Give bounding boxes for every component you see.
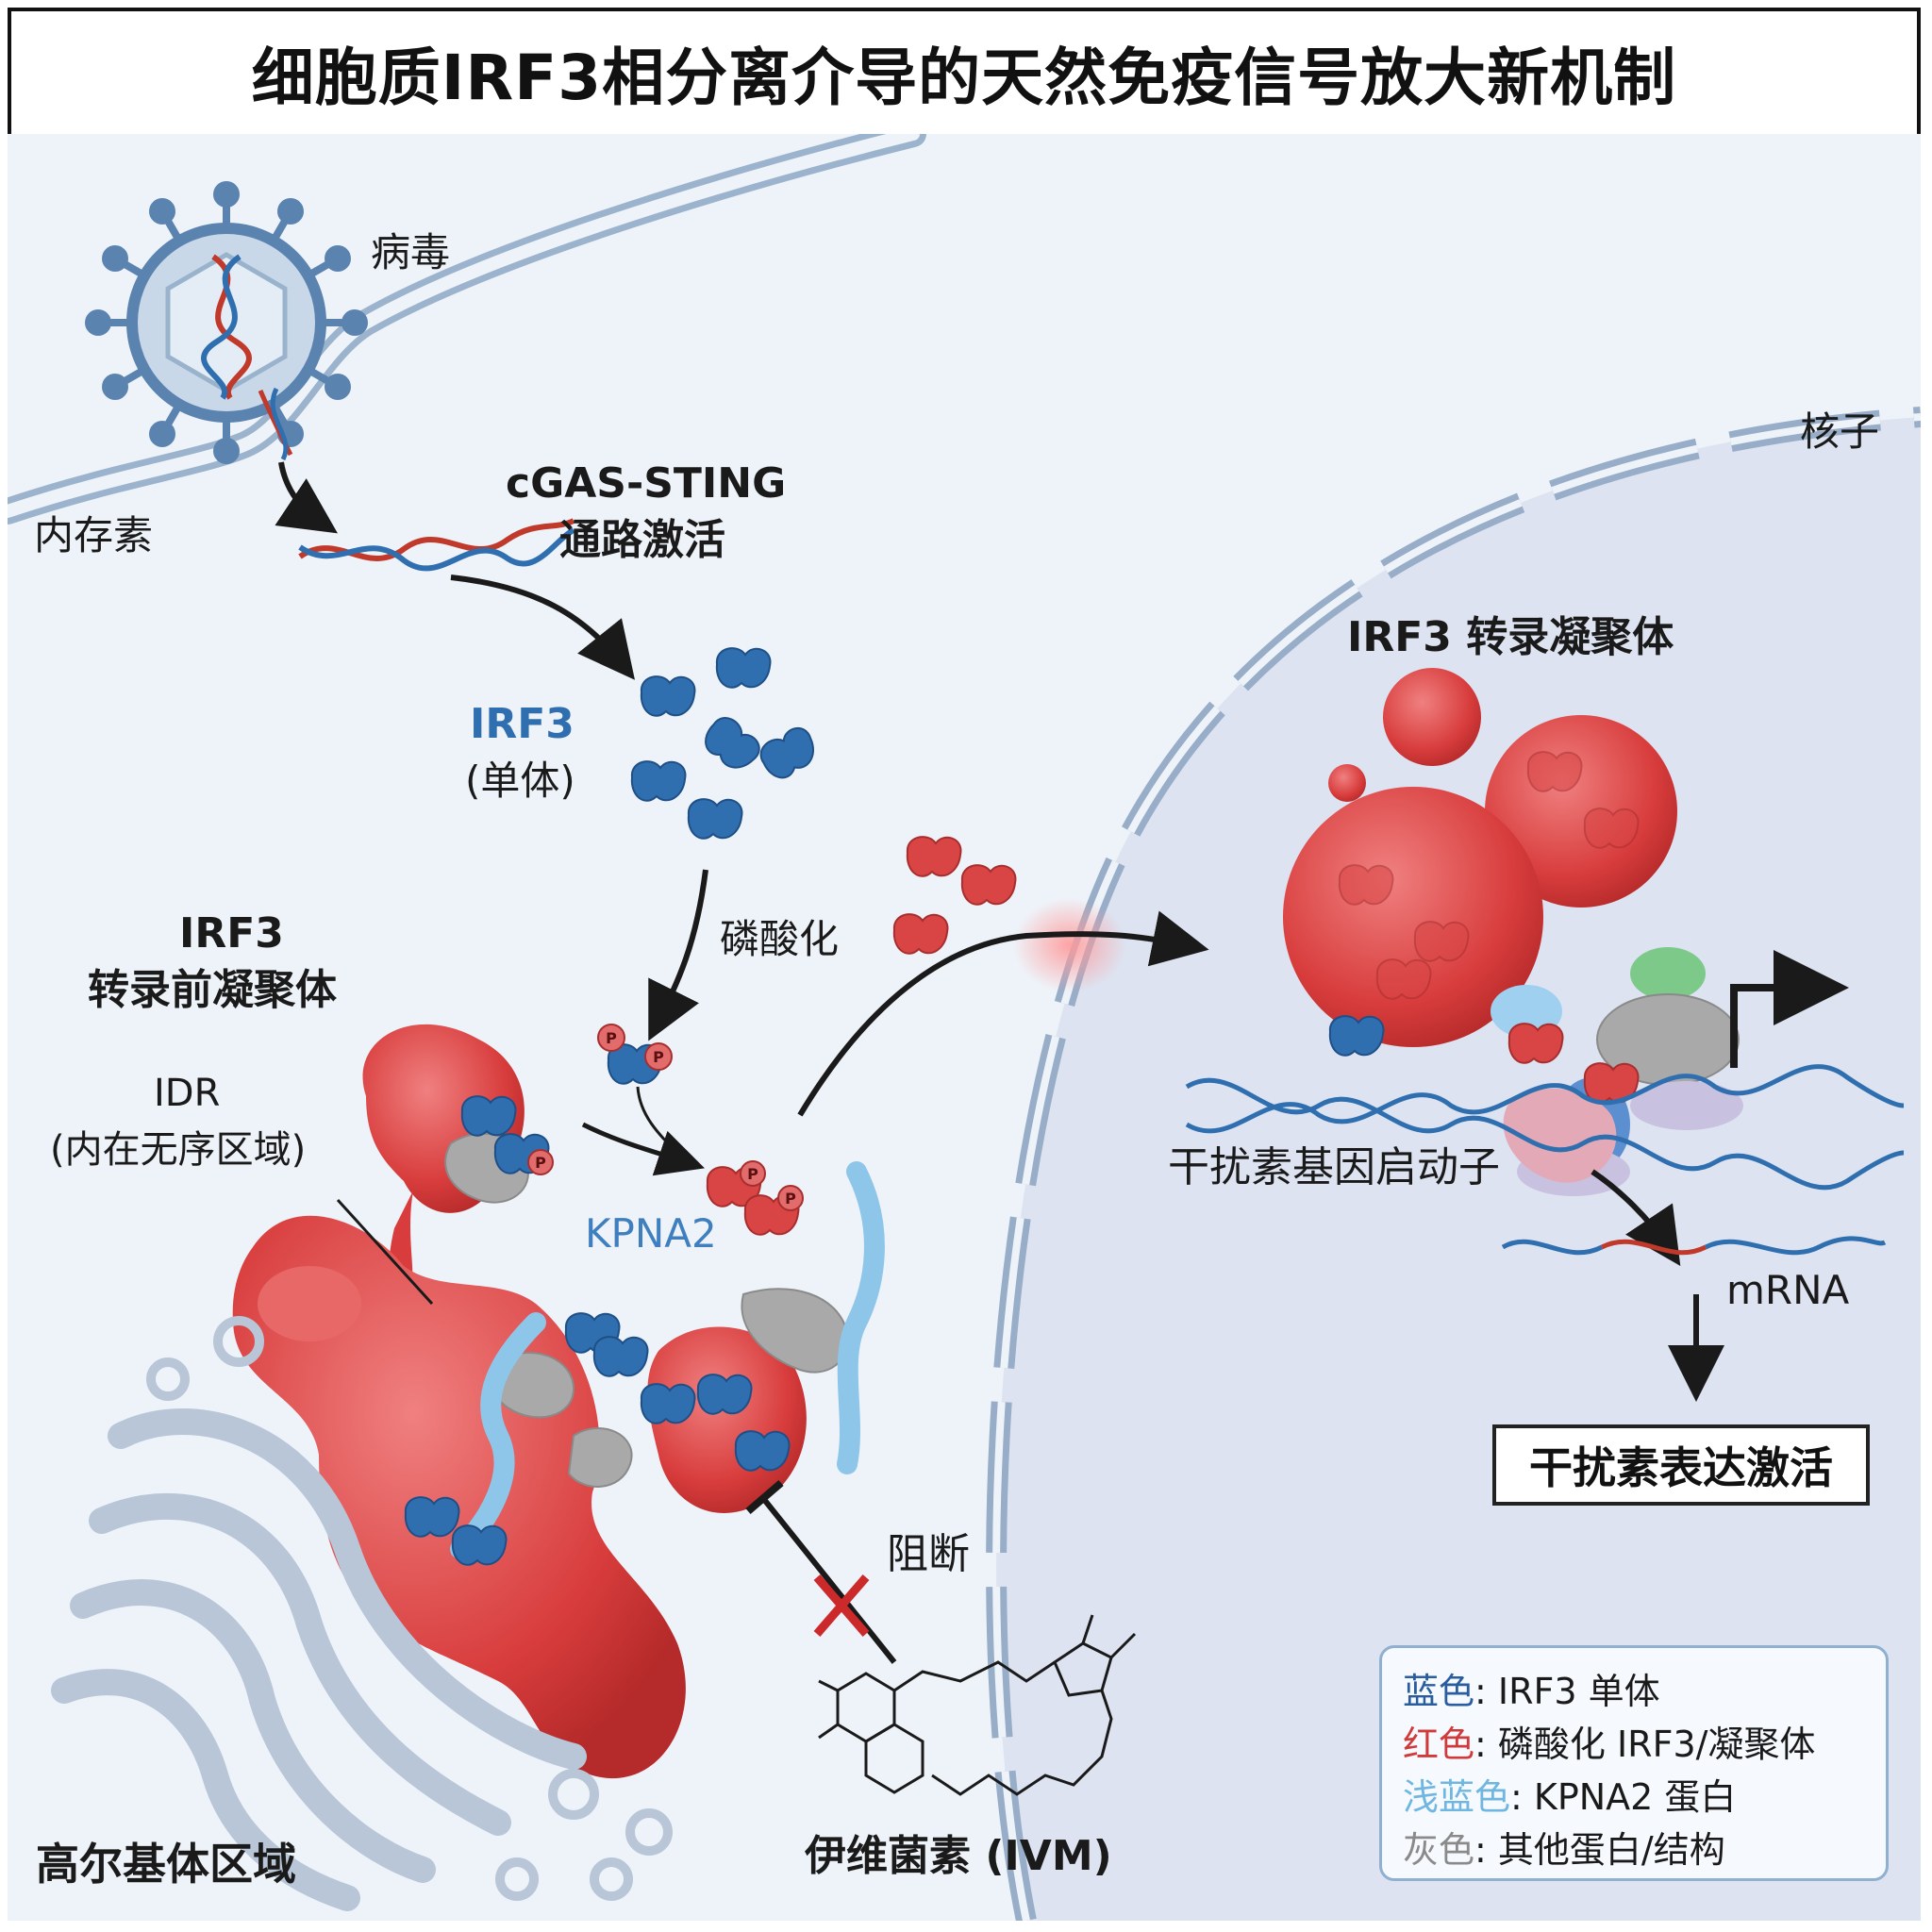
legend-key-blue: 蓝色 bbox=[1403, 1671, 1475, 1712]
ivm-block bbox=[745, 1479, 897, 1664]
idr-label-2: (内在无序区域) bbox=[50, 1128, 306, 1172]
pathway-label-2: 通路激活 bbox=[559, 516, 725, 564]
phospho-p-5: P bbox=[785, 1190, 796, 1208]
legend-row-grey: 灰色: 其他蛋白/结构 bbox=[1403, 1824, 1886, 1876]
block-label: 阻断 bbox=[887, 1530, 970, 1578]
pathway-label-1: cGAS-STING bbox=[506, 459, 786, 508]
mrna-label: mRNA bbox=[1726, 1267, 1850, 1313]
activation-arrow bbox=[581, 1122, 705, 1176]
legend-key-lightblue: 浅蓝色 bbox=[1403, 1776, 1511, 1818]
legend-key-grey: 灰色 bbox=[1403, 1829, 1475, 1871]
legend: 蓝色: IRF3 单体 红色: 磷酸化 IRF3/凝聚体 浅蓝色: KPNA2 … bbox=[1379, 1645, 1889, 1881]
irf3-monomer-note: (单体) bbox=[465, 758, 575, 804]
transcription-arrow bbox=[1591, 1169, 1681, 1266]
legend-text-red: : 磷酸化 IRF3/凝聚体 bbox=[1474, 1724, 1816, 1765]
promoter-label: 干扰素基因启动子 bbox=[1168, 1143, 1500, 1191]
promoter-dna bbox=[1185, 1064, 1905, 1191]
nucleus-label: 核子 bbox=[1800, 408, 1879, 455]
legend-text-blue: : IRF3 单体 bbox=[1474, 1671, 1660, 1712]
phosphorylation-label: 磷酸化 bbox=[720, 916, 839, 962]
virus-label: 病毒 bbox=[371, 229, 450, 275]
idr-pointer bbox=[336, 1198, 434, 1306]
pathway-arrow bbox=[450, 575, 635, 680]
legend-row-red: 红色: 磷酸化 IRF3/凝聚体 bbox=[1403, 1718, 1886, 1771]
phospho-p-2: P bbox=[653, 1048, 664, 1066]
phospho-p-4: P bbox=[747, 1165, 758, 1183]
precondensate-label-2: 转录前凝聚体 bbox=[88, 966, 337, 1014]
nucleus bbox=[986, 407, 1921, 1921]
irf3-monomer-label: IRF3 bbox=[470, 700, 575, 748]
endosome-label: 内存素 bbox=[34, 512, 153, 558]
kpna2-label: KPNA2 bbox=[585, 1210, 717, 1257]
nuclear-import-arrow bbox=[797, 910, 1209, 1117]
mrna-strand bbox=[1501, 1236, 1887, 1256]
cell-scene: 病毒 内存素 cGAS-STING 通路激活 IRF3 (单体) 磷酸化 IRF… bbox=[8, 134, 1921, 1921]
golgi-label: 高尔基体区域 bbox=[36, 1839, 296, 1890]
ivm-label: 伊维菌素 (IVM) bbox=[804, 1832, 1112, 1880]
figure-title: 细胞质IRF3相分离介导的天然免疫信号放大新机制 bbox=[251, 42, 1677, 114]
legend-row-blue: 蓝色: IRF3 单体 bbox=[1403, 1665, 1886, 1718]
cytosolic-dna bbox=[298, 518, 575, 572]
kpna2-strands bbox=[450, 1161, 885, 1559]
transcription-condensate-label: IRF3 转录凝聚体 bbox=[1347, 613, 1674, 661]
phospho-p-1: P bbox=[606, 1029, 617, 1047]
golgi-apparatus bbox=[51, 1408, 587, 1911]
legend-text-lightblue: : KPNA2 蛋白 bbox=[1510, 1776, 1737, 1818]
title-bar: 细胞质IRF3相分离介导的天然免疫信号放大新机制 bbox=[11, 11, 1917, 138]
nuclear-pore-glow bbox=[1013, 898, 1126, 992]
activation-arrow-2 bbox=[636, 1086, 679, 1155]
interferon-output-box: 干扰素表达激活 bbox=[1492, 1424, 1870, 1506]
phospho-p-3: P bbox=[535, 1154, 546, 1172]
phospho-marker-1 bbox=[527, 1149, 554, 1175]
viral-dna-strand-2 bbox=[270, 387, 289, 461]
legend-row-lightblue: 浅蓝色: KPNA2 蛋白 bbox=[1403, 1771, 1886, 1824]
virus bbox=[85, 181, 368, 464]
phospho-irf3-monomer bbox=[597, 1024, 673, 1085]
legend-key-red: 红色 bbox=[1403, 1724, 1475, 1765]
irf3-transcription-condensates bbox=[1283, 668, 1677, 1047]
precondensate-label-1: IRF3 bbox=[179, 909, 284, 958]
plasma-membrane bbox=[8, 134, 926, 525]
ivermectin-structure bbox=[818, 1614, 1137, 1796]
transcription-start-arrow bbox=[1730, 950, 1849, 1068]
interferon-output-label: 干扰素表达激活 bbox=[1529, 1442, 1833, 1493]
phosphorylation-arrow bbox=[648, 869, 708, 1041]
phospho-irf3-dimer bbox=[706, 1160, 804, 1236]
golgi-vesicles bbox=[146, 1316, 673, 1901]
idr-label-1: IDR bbox=[154, 1072, 220, 1115]
legend-text-grey: : 其他蛋白/结构 bbox=[1474, 1829, 1725, 1871]
entry-arrow bbox=[275, 461, 338, 534]
